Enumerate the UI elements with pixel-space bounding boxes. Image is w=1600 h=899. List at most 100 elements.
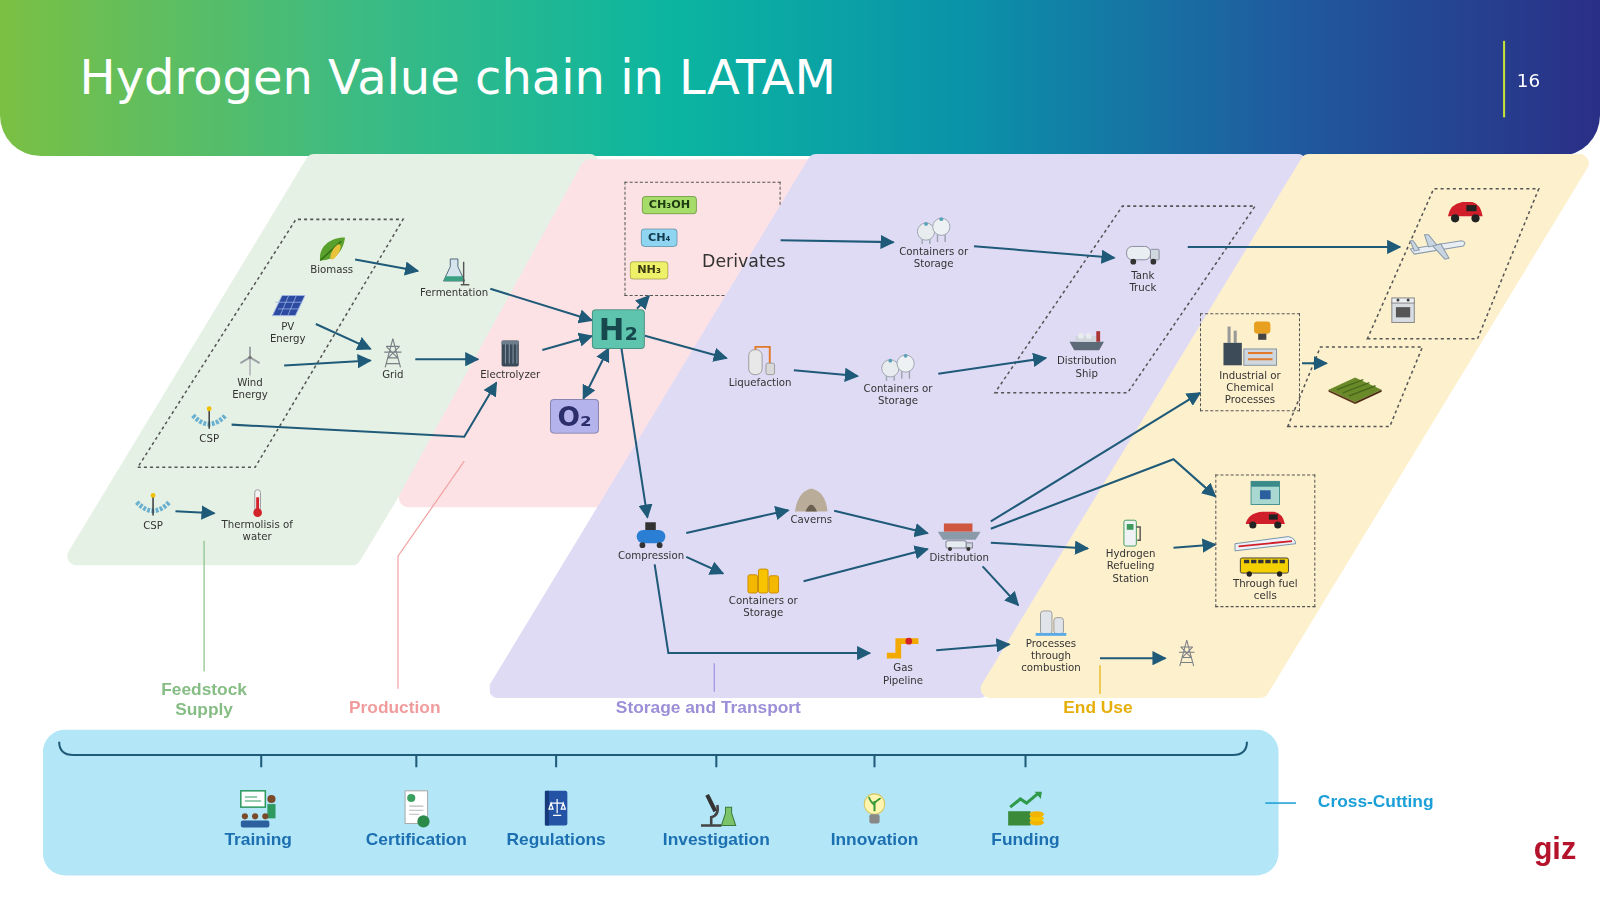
flow-arrow [284,360,370,365]
component-icon [372,338,413,369]
component-icon [1219,318,1280,369]
component-node: Biomass [308,232,355,279]
component-node: Compression [616,517,686,564]
molecule-box: NH₃ [630,261,668,279]
region-label: Production [349,698,441,718]
page-number: 16 [1517,69,1540,90]
topic-label: Training [224,830,291,850]
flow-arrow [645,336,727,358]
component-label: Fermentation [420,287,488,299]
divider-line [1503,41,1505,118]
topic-label: Investigation [663,830,770,850]
flow-arrow [1100,247,1400,658]
molecule-box: H₂ [592,309,645,349]
component-label: Caverns [790,514,832,526]
flow-arrow [655,564,870,653]
component-icon [133,489,174,520]
icon [938,523,981,551]
region-label: Feedstock Supply [148,680,260,721]
flow-arrow [232,383,497,437]
component-node: Distribution Ship [1046,322,1128,381]
component-node: Industrial or Chemical Processes [1200,313,1300,411]
flow-arrow [991,543,1088,549]
cross-cutting-band: Cross-CuttingTraining Certification Regula… [43,730,1472,879]
flow-arrow [974,246,1114,258]
icon [1008,792,1044,826]
icon [502,341,519,367]
component-icon [1110,517,1151,548]
topic-label: Regulations [506,830,605,850]
icon [864,794,884,824]
component-node: Containers or Storage [893,213,974,272]
flow-arrow [804,549,928,581]
icon [748,569,779,593]
component-icon [393,789,440,830]
flow-arrow [991,459,1215,529]
component-label: Hydrogen Refueling Station [1090,548,1172,585]
component-label: Grid [382,368,403,380]
flow-arrow [936,644,1009,650]
component-icon [913,215,954,246]
icon [887,638,919,656]
component-icon [230,346,271,377]
molecule-label: NH₃ [630,261,668,279]
component-icon [311,234,352,265]
flow-arrow [415,358,478,360]
topic-node: Regulations [505,787,608,852]
component-label: Electrolyzer [480,368,540,380]
flow-arrow [938,358,1046,374]
icon [444,259,470,285]
component-icon [883,632,924,663]
component-node: Liquefaction [727,344,794,391]
icon [240,347,259,376]
molecule-label: O₂ [550,398,598,433]
icon [272,296,305,316]
component-node: Through fuel cells [1215,474,1315,607]
component-icon [237,488,278,519]
group-label: Derivates [702,251,773,271]
component-icon [235,789,282,830]
flow-arrow [621,348,647,517]
component-node: Tank Truck [1114,237,1171,284]
flow-arrow [686,557,723,574]
component-node: Caverns [788,482,834,529]
icon [405,791,429,828]
component-icon [267,290,308,321]
component-icon [743,564,784,595]
molecule-box: O₂ [550,398,599,434]
flow-arrow [991,393,1200,521]
component-icon [1066,324,1107,355]
component-label: Liquefaction [729,377,792,389]
component-icon [740,346,781,377]
component-node: Hydrogen Refueling Station [1088,515,1174,586]
component-icon [878,352,919,383]
icon [1070,331,1104,350]
component-node: PV Energy [260,288,316,335]
flow-arrow [834,511,927,534]
component-label: PV Energy [262,320,314,344]
component-label: Thermolisis of water [216,518,298,542]
component-label: Industrial or Chemical Processes [1205,369,1295,406]
icon [749,347,775,375]
flow-arrow [686,510,788,533]
region-label: End Use [1063,698,1132,718]
flow-arrow [542,336,591,350]
component-icon [934,517,985,552]
icon [545,791,567,826]
component-node: Containers or Storage [858,350,939,409]
region-label: Cross-Cutting [1318,792,1434,812]
flow-arrow [490,289,592,321]
component-icon [791,484,832,515]
topic-label: Certification [366,830,467,850]
flow-arrow [983,566,1019,605]
icon [1235,481,1296,576]
component-icon [1230,480,1301,578]
topic-node: Certification [364,787,469,852]
component-icon [189,402,230,433]
icon [637,522,666,548]
topic-node: Innovation [829,787,921,852]
component-node: Electrolyzer [478,336,542,383]
component-node: Distribution [928,515,991,566]
